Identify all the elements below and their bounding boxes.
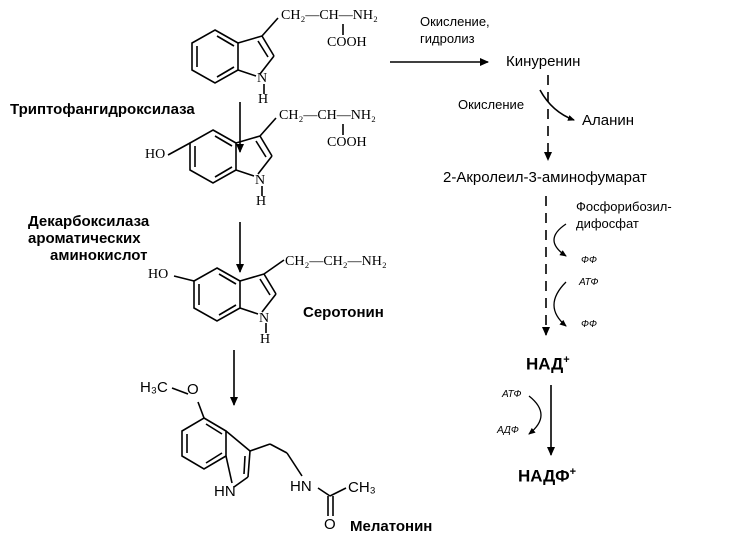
serotonin-structure (173, 259, 285, 333)
arrow-to-alanine (539, 89, 575, 121)
melatonin-amide-hn: HN (290, 478, 312, 495)
serotonin-ho: HO (148, 267, 169, 282)
hydroxytryptophan-ho: HO (145, 147, 166, 162)
tryptophan-ring-n: N (257, 71, 268, 86)
tryptophan-structure (191, 17, 344, 94)
atp-adp-curve (528, 395, 542, 435)
melatonin-ring-hn: HN (214, 483, 236, 500)
enzyme-decarboxylase-line1: Декарбоксилаза (28, 213, 150, 230)
atp-label-2: АТФ (502, 389, 522, 400)
tryptophan-ring-h: H (258, 92, 269, 107)
prpp-line2: дифосфат (576, 216, 639, 231)
nadp: НАДФ+ (518, 466, 577, 486)
hydroxytryptophan-ring-h: H (256, 194, 267, 209)
pyrophosphate-2: ФФ (581, 319, 598, 330)
prpp-curve (553, 223, 567, 257)
hydroxytryptophan-carboxyl: COOH (327, 135, 367, 150)
nad: НАД+ (526, 354, 570, 374)
hydroxytryptophan-side-chain: CH₂—CH—NH₂ (279, 108, 376, 123)
serotonin-ring-h: H (260, 332, 271, 347)
alanine: Аланин (582, 112, 635, 129)
tryptophan-carboxyl: COOH (327, 35, 367, 50)
melatonin-methoxy-o: O (187, 381, 199, 398)
enzyme-tryptophan-hydroxylase: Триптофангидроксилаза (10, 101, 195, 118)
melatonin-name: Мелатонин (350, 518, 433, 535)
adp-label: АДФ (497, 425, 519, 436)
oxidation-hydrolysis-line1: Окисление, (420, 14, 490, 29)
melatonin-methyl-h3c: H₃C (140, 379, 168, 396)
pyrophosphate-1: ФФ (581, 255, 598, 266)
atp-curve (553, 281, 567, 327)
melatonin-structure (171, 387, 347, 516)
enzyme-decarboxylase-line2: ароматических (28, 230, 141, 247)
melatonin-methyl-ch3: CH₃ (348, 479, 376, 496)
enzyme-decarboxylase-line3: аминокислот (50, 247, 148, 264)
serotonin-name: Серотонин (303, 304, 384, 321)
hydroxytryptophan-ring-n: N (255, 173, 266, 188)
oxidation-label: Окисление (458, 97, 525, 112)
tryptophan-side-chain: CH₂—CH—NH₂ (281, 8, 378, 23)
acroleyl-aminofumarate: 2-Акролеил-3-аминофумарат (443, 169, 647, 186)
kynurenine: Кинуренин (506, 53, 581, 70)
atp-label-1: АТФ (579, 277, 599, 288)
melatonin-carbonyl-o: O (324, 516, 336, 533)
serotonin-ring-n: N (259, 311, 270, 326)
prpp-line1: Фосфорибозил- (576, 199, 672, 214)
serotonin-side-chain: CH₂—CH₂—NH₂ (285, 254, 387, 269)
oxidation-hydrolysis-line2: гидролиз (420, 31, 475, 46)
